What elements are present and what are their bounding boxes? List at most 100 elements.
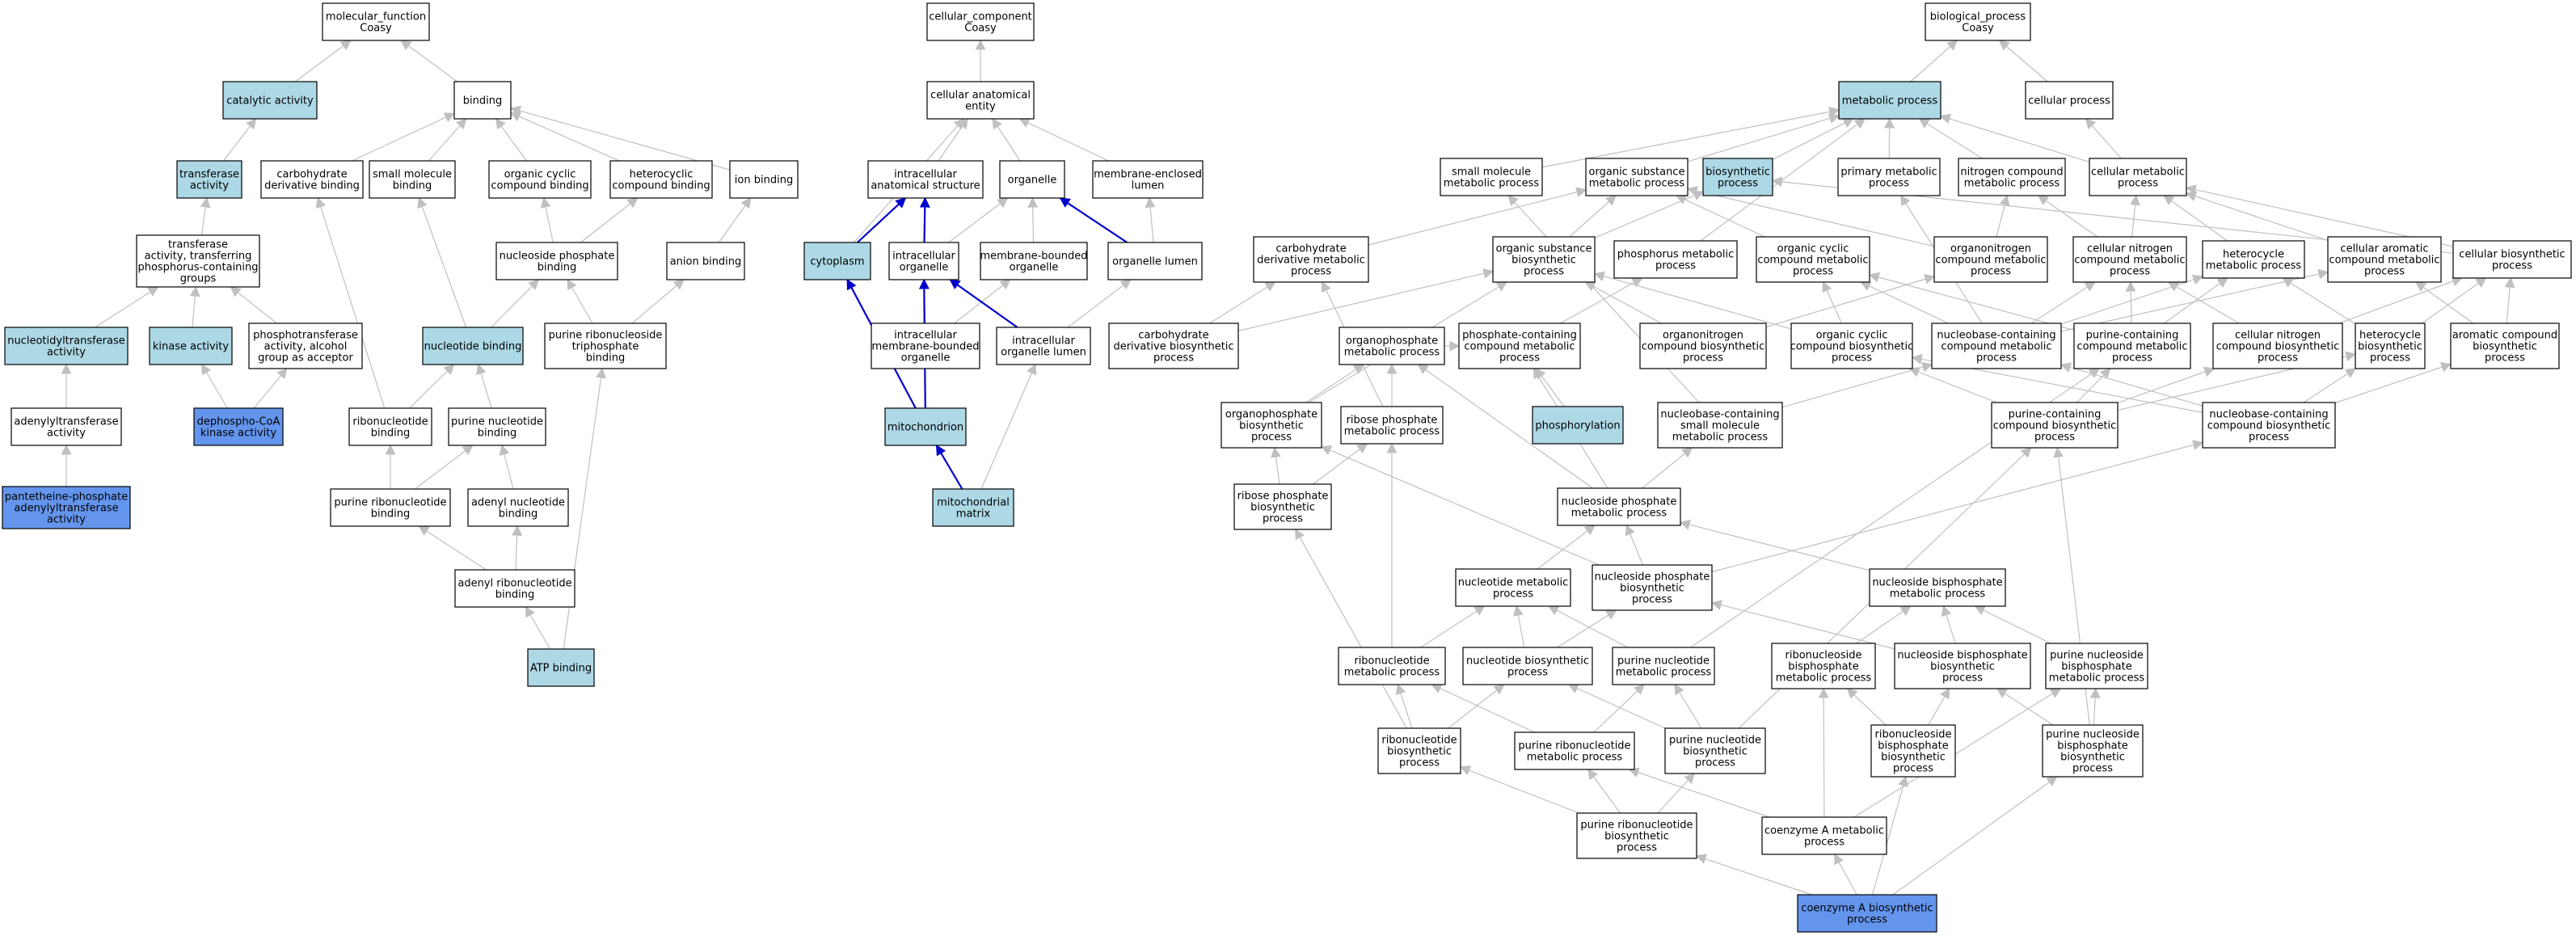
term-node-mitochondrion[interactable]: mitochondrion — [884, 407, 967, 446]
term-node-purnucbis_bios[interactable]: purine nucleosidebisphosphatebiosyntheti… — [2042, 724, 2144, 778]
term-label-nucbisphos_bios-1: biosynthetic — [1930, 661, 1995, 673]
term-node-phosphorylation[interactable]: phosphorylation — [1532, 406, 1624, 445]
term-node-ribonucbis_bios[interactable]: ribonucleosidebisphosphatebiosyntheticpr… — [1870, 724, 1956, 778]
term-node-cell_proc[interactable]: cellular process — [2025, 81, 2114, 120]
term-node-nucleotide_bind[interactable]: nucleotide binding — [422, 327, 524, 365]
term-node-org_lumen[interactable]: organelle lumen — [1107, 242, 1203, 280]
term-node-nucbisphos_bios[interactable]: nucleoside bisphosphatebiosyntheticproce… — [1894, 643, 2031, 689]
term-label-orgcyc_bios-2: process — [1832, 352, 1872, 365]
term-node-ion_bind[interactable]: ion binding — [729, 160, 799, 199]
term-node-metabolic[interactable]: metabolic process — [1838, 81, 1941, 120]
edge-orgcyc_bind-to-binding — [495, 117, 527, 162]
term-node-binding[interactable]: binding — [453, 81, 512, 120]
term-node-cytoplasm[interactable]: cytoplasm — [803, 242, 871, 280]
term-node-organelle[interactable]: organelle — [999, 160, 1065, 199]
term-label-nbc_met-2: process — [1976, 352, 2017, 365]
term-node-pantetheine[interactable]: pantetheine-phosphateadenylyltransferase… — [2, 486, 131, 529]
term-node-catalytic[interactable]: catalytic activity — [222, 81, 318, 120]
edge-carbderiv_bind-to-binding — [352, 112, 456, 162]
term-box-purnucbis_met — [2045, 643, 2148, 689]
term-node-anion_bind[interactable]: anion binding — [666, 242, 745, 280]
term-box-orgsub_bios — [1492, 236, 1596, 283]
term-node-kinase[interactable]: kinase activity — [149, 327, 233, 365]
term-node-atp_bind[interactable]: ATP binding — [527, 648, 595, 687]
term-box-cellarom_met — [2327, 236, 2442, 283]
